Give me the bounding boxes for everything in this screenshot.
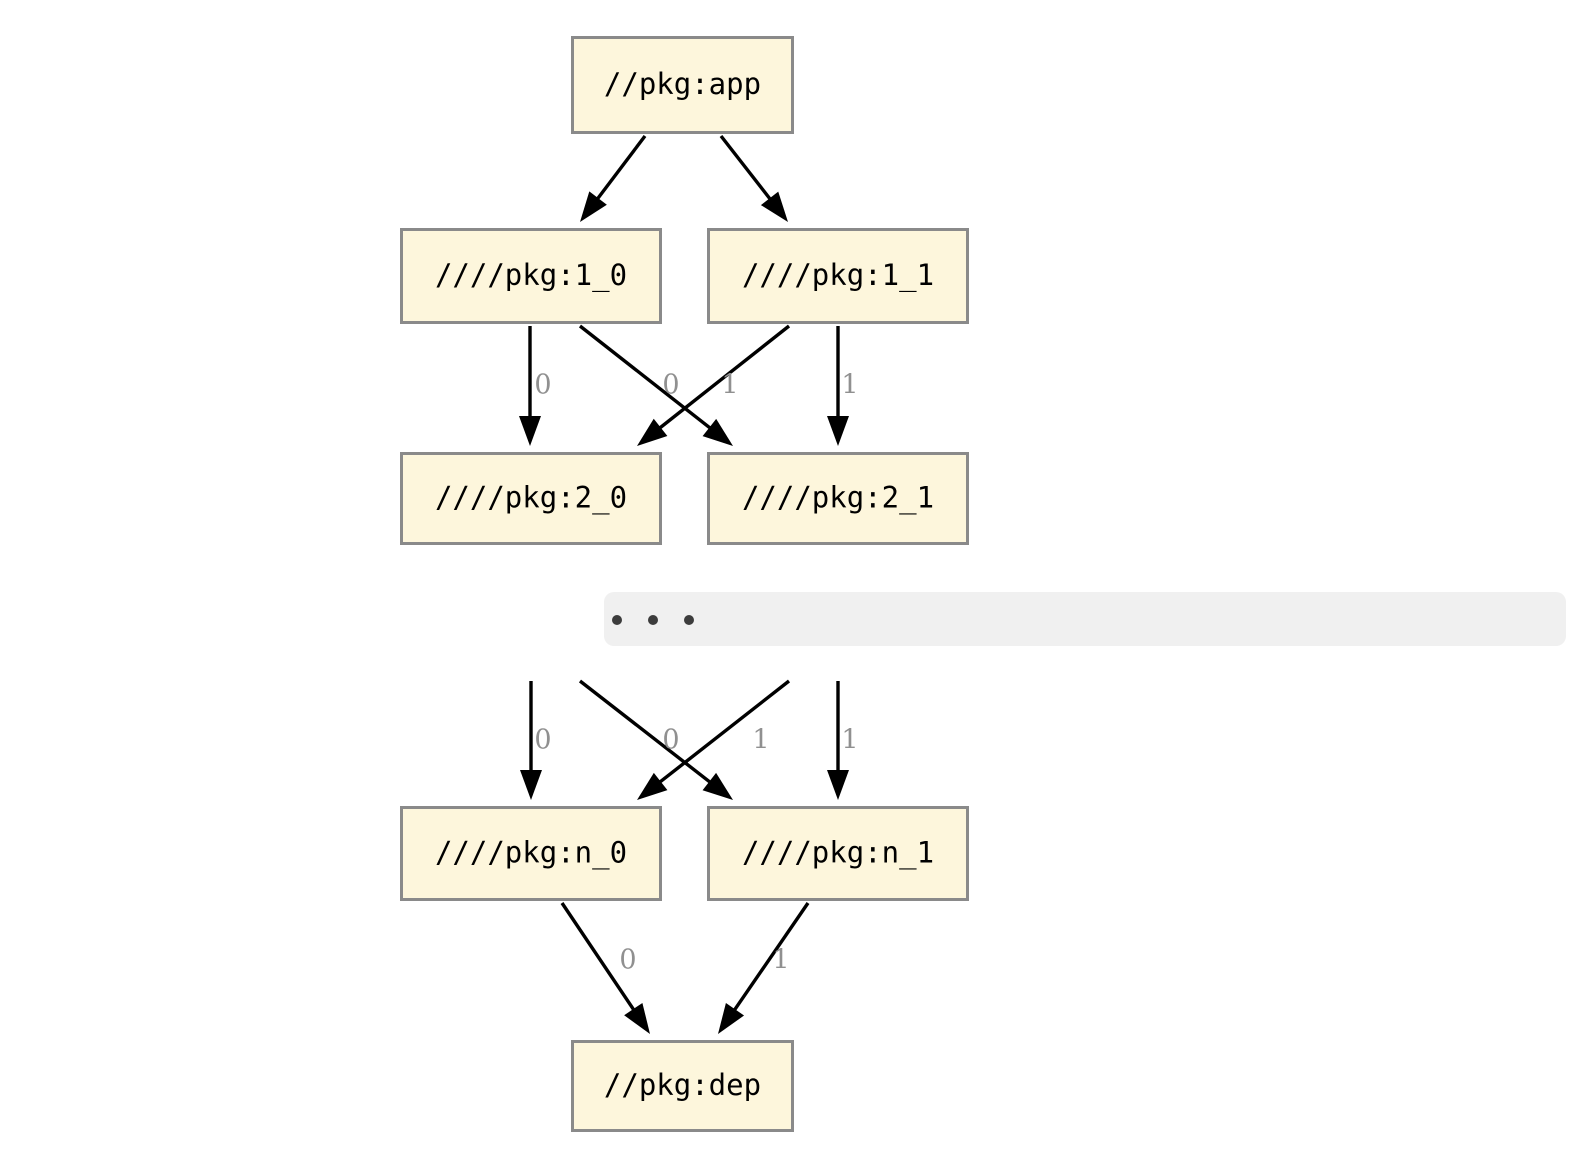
graph-edge[interactable] — [718, 902, 810, 1034]
node-box — [571, 36, 794, 134]
graph-edge[interactable] — [578, 679, 733, 800]
node-box — [571, 1040, 794, 1132]
node-label: ////pkg:1_1 — [742, 258, 934, 293]
graph-edge[interactable] — [560, 902, 650, 1034]
graph-node-n1_1[interactable]: ////pkg:1_1 — [707, 228, 969, 324]
edge-line — [719, 134, 774, 203]
ellipsis-dot-1 — [648, 615, 658, 625]
arrow-head-icon — [718, 1003, 745, 1034]
graph-edge[interactable] — [519, 326, 541, 446]
edge-label: 0 — [662, 370, 679, 401]
edge-label: 1 — [841, 370, 858, 401]
node-label: ////pkg:n_0 — [435, 836, 627, 871]
graph-edge[interactable] — [520, 681, 542, 800]
edge-line — [594, 134, 647, 203]
edge-line — [578, 324, 714, 432]
edge-line — [731, 902, 810, 1014]
graph-node-nn_0[interactable]: ////pkg:n_0 — [400, 806, 662, 901]
edge-line — [578, 679, 714, 786]
graph-node-n1_0[interactable]: ////pkg:1_0 — [400, 228, 662, 324]
graph-edge[interactable] — [719, 134, 788, 222]
node-box — [707, 806, 969, 901]
node-label: //pkg:app — [604, 67, 761, 101]
arrow-head-icon — [702, 418, 733, 446]
arrow-head-icon — [760, 191, 788, 222]
node-box — [707, 452, 969, 545]
arrow-head-icon — [519, 416, 541, 446]
edge-label: 0 — [619, 945, 636, 976]
arrow-head-icon — [580, 191, 607, 222]
edge-labels-layer: 0 0 1 1 0 0 1 1 0 1 — [534, 370, 858, 976]
edge-label: 0 — [534, 725, 551, 756]
arrow-head-icon — [827, 770, 849, 800]
ellipsis-layer — [604, 592, 1566, 646]
edges-layer — [519, 134, 849, 1034]
edge-label: 1 — [772, 945, 789, 976]
ellipsis-band — [604, 592, 1566, 646]
arrow-head-icon — [637, 772, 668, 800]
edge-label: 1 — [841, 725, 858, 756]
arrow-head-icon — [637, 418, 668, 446]
graph-node-app[interactable]: //pkg:app — [571, 36, 794, 134]
graph-edge[interactable] — [580, 134, 647, 222]
nodes-layer: //pkg:app ////pkg:1_0 ////pkg:1_1 ////pkg:2… — [400, 36, 969, 1132]
node-label: ////pkg:2_1 — [742, 481, 934, 516]
node-label: //pkg:dep — [604, 1068, 761, 1102]
ellipsis-dot-2 — [684, 615, 694, 625]
node-label: ////pkg:1_0 — [435, 258, 627, 293]
graph-edge[interactable] — [827, 326, 849, 446]
edge-line — [656, 324, 791, 432]
edge-label: 1 — [721, 370, 738, 401]
graph-node-dep[interactable]: //pkg:dep — [571, 1040, 794, 1132]
edge-label: 0 — [662, 725, 679, 756]
node-box — [707, 228, 969, 324]
arrow-head-icon — [702, 772, 733, 800]
arrow-head-icon — [520, 770, 542, 800]
graph-edge[interactable] — [637, 324, 791, 446]
node-box — [400, 228, 662, 324]
graph-node-n2_0[interactable]: ////pkg:2_0 — [400, 452, 662, 545]
arrow-head-icon — [827, 416, 849, 446]
node-label: ////pkg:2_0 — [435, 481, 627, 516]
node-box — [400, 452, 662, 545]
edge-label: 1 — [752, 725, 769, 756]
graph-edge[interactable] — [827, 681, 849, 800]
node-label: ////pkg:n_1 — [742, 836, 934, 871]
edge-line — [560, 902, 637, 1014]
ellipsis-dot-0 — [612, 615, 622, 625]
graph-edge[interactable] — [637, 679, 791, 800]
graph-node-nn_1[interactable]: ////pkg:n_1 — [707, 806, 969, 901]
graph-ellipsis — [604, 592, 1566, 646]
node-box — [400, 806, 662, 901]
graph-node-n2_1[interactable]: ////pkg:2_1 — [707, 452, 969, 545]
graph-edge[interactable] — [578, 324, 733, 446]
arrow-head-icon — [624, 1002, 650, 1034]
edge-line — [656, 679, 791, 786]
edge-label: 0 — [534, 370, 551, 401]
